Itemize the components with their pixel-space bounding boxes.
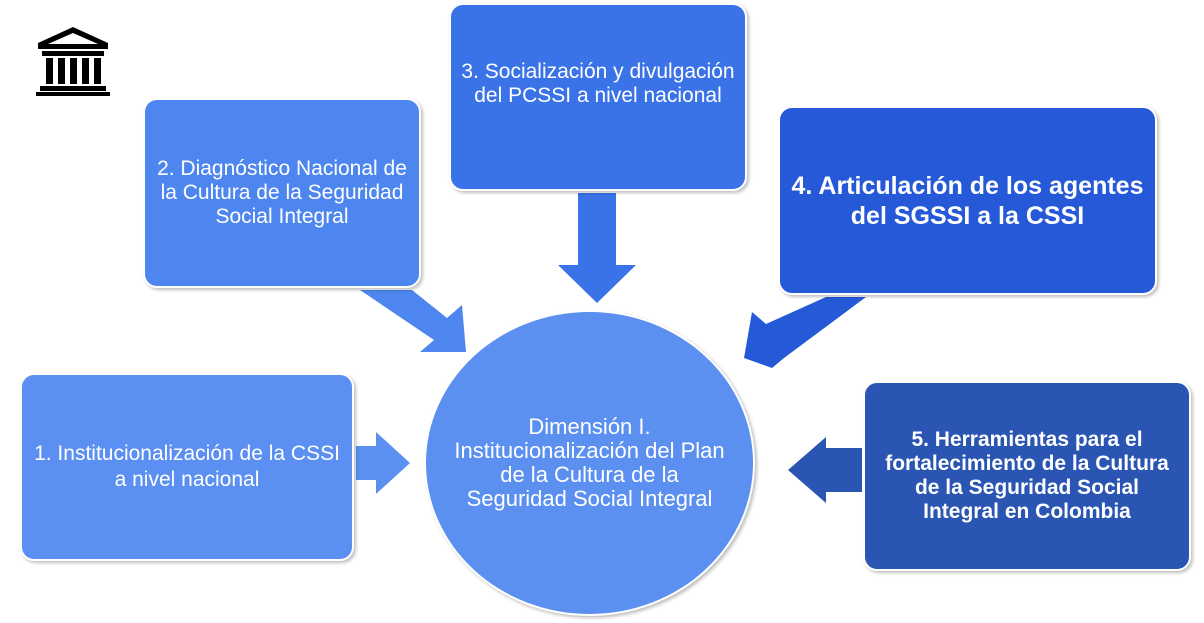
arrow-box1-to-center [356, 432, 410, 494]
box-4-label: 4. Articulación de los agentes del SGSSI… [791, 171, 1144, 230]
arrow-box2-to-center [360, 290, 466, 352]
center-dimension-circle: Dimensión I. Institucionalización del Pl… [424, 310, 755, 616]
arrow-box5-to-center [788, 437, 862, 503]
arrow-box3-to-center [558, 193, 636, 303]
box-2-label: 2. Diagnóstico Nacional de la Cultura de… [157, 157, 407, 228]
box-1-label: 1. Institucionalización de la CSSI a niv… [34, 442, 340, 491]
box-1-institucionalizacion: 1. Institucionalización de la CSSI a niv… [20, 373, 354, 561]
arrow-box4-to-center [744, 297, 866, 368]
box-4-articulacion: 4. Articulación de los agentes del SGSSI… [778, 106, 1157, 295]
box-5-herramientas: 5. Herramientas para el fortalecimiento … [863, 381, 1191, 571]
center-label: Dimensión I. Institucionalización del Pl… [454, 414, 725, 511]
box-5-label: 5. Herramientas para el fortalecimiento … [885, 428, 1169, 523]
bank-icon [36, 27, 110, 96]
box-3-socializacion: 3. Socialización y divulgación del PCSSI… [449, 3, 747, 191]
box-3-label: 3. Socialización y divulgación del PCSSI… [461, 60, 735, 107]
box-2-diagnostico: 2. Diagnóstico Nacional de la Cultura de… [143, 98, 421, 288]
